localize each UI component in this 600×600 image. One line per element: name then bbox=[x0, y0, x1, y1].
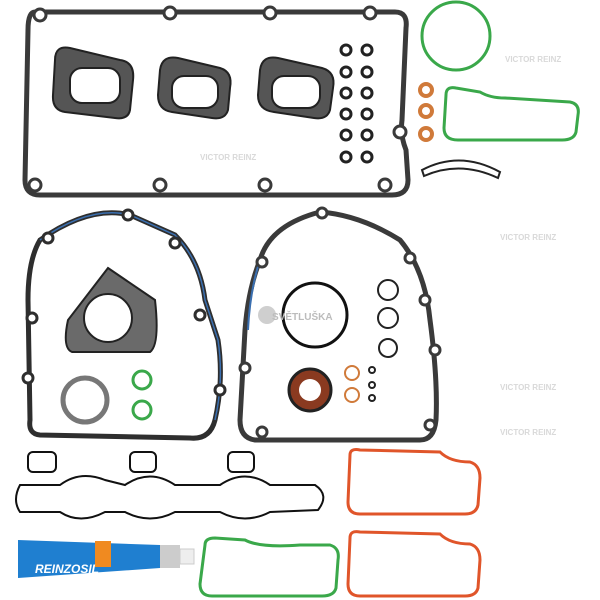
shop-logo-text: SVĚTLUŠKA bbox=[272, 310, 333, 323]
large-o-ring bbox=[281, 281, 349, 349]
watermark: VICTOR REINZ bbox=[200, 153, 256, 162]
watermark: VICTOR REINZ bbox=[500, 233, 556, 242]
tube-label: REINZOSIL bbox=[35, 562, 99, 576]
watermark: VICTOR REINZ bbox=[500, 428, 556, 437]
watermark: VICTOR REINZ bbox=[505, 55, 561, 64]
copper-washers bbox=[418, 82, 434, 142]
green-o-ring bbox=[420, 0, 492, 72]
copper-rings bbox=[344, 365, 360, 403]
left-timing-cover-gasket bbox=[21, 208, 227, 441]
valve-stem-seals bbox=[339, 43, 374, 164]
svetluska-logo: SVĚTLUŠKA bbox=[258, 306, 333, 324]
green-cover-gasket bbox=[442, 86, 580, 142]
curved-seal-strip bbox=[420, 159, 502, 180]
reinzosil-sealant-tube: REINZOSIL bbox=[18, 540, 195, 578]
exhaust-flange-gasket bbox=[64, 266, 158, 353]
intake-manifold-gasket bbox=[15, 451, 325, 520]
watermarks: VICTOR REINZ VICTOR REINZ VICTOR REINZ V… bbox=[200, 55, 561, 437]
orange-gasket-upper bbox=[346, 448, 482, 516]
right-timing-cover-gasket bbox=[237, 206, 442, 443]
orange-gasket-lower bbox=[346, 530, 482, 598]
exhaust-rings bbox=[60, 369, 153, 425]
valve-cover-gasket bbox=[22, 5, 411, 198]
green-gasket-lower bbox=[198, 536, 340, 598]
small-o-rings bbox=[368, 279, 399, 402]
manifold-gaskets bbox=[51, 46, 335, 120]
watermark: VICTOR REINZ bbox=[500, 383, 556, 392]
shaft-seal bbox=[287, 367, 333, 413]
